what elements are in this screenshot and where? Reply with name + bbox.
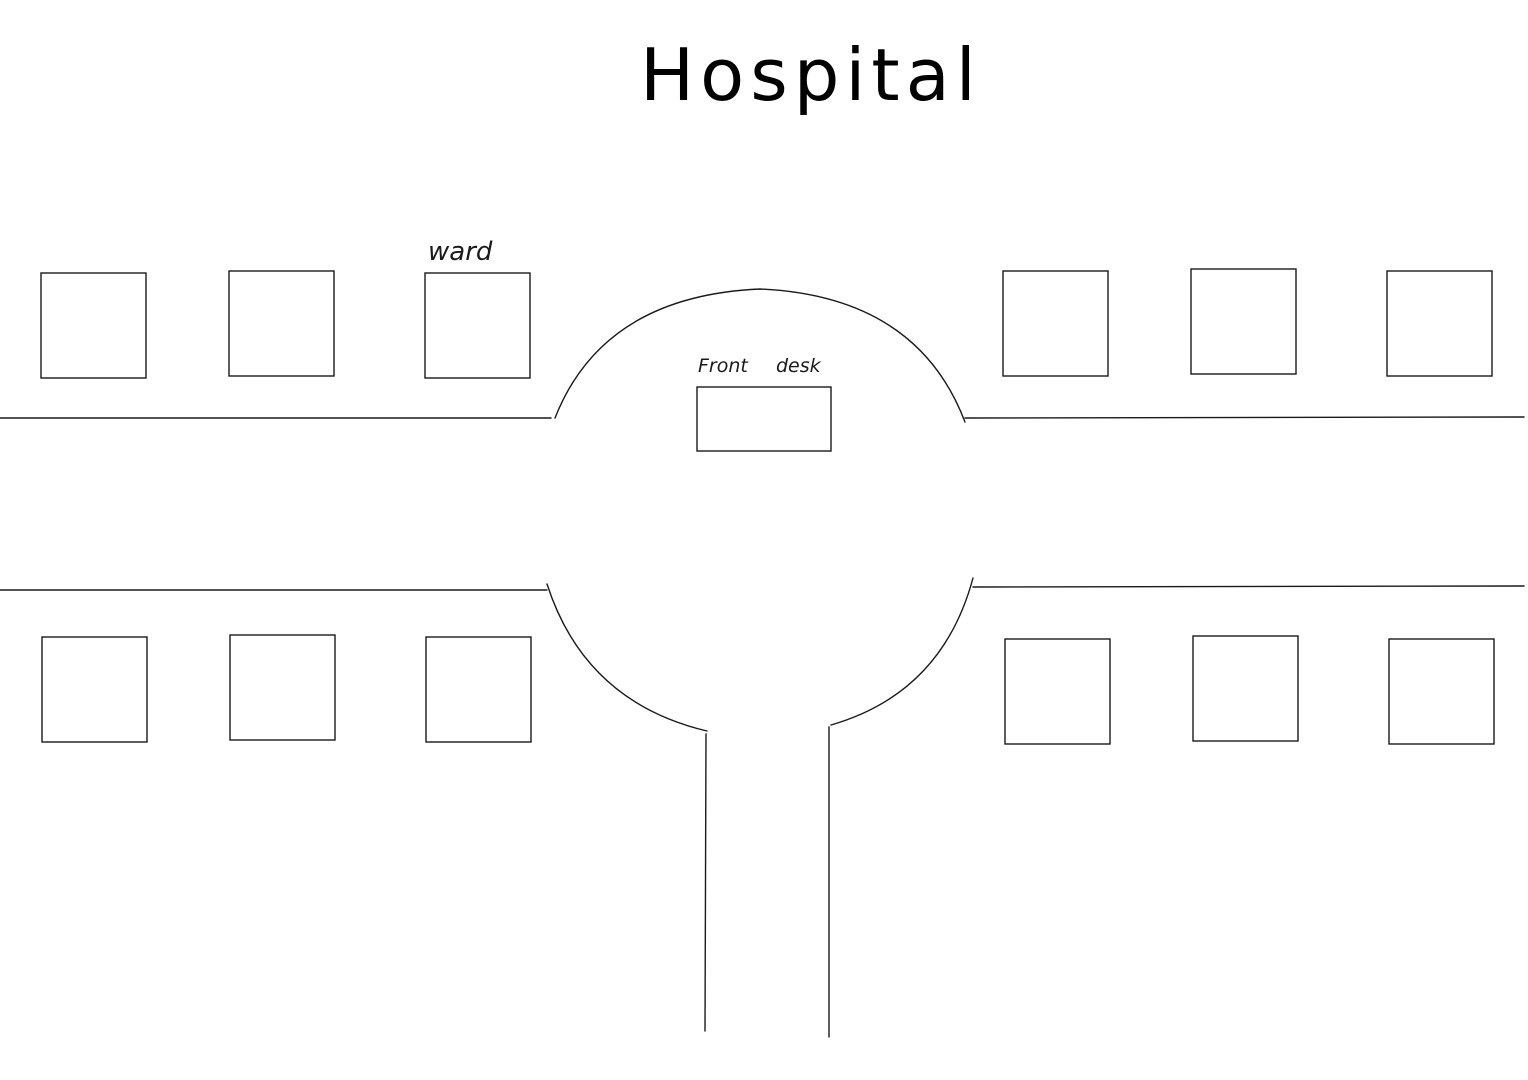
lobby-arc-top [554,288,966,423]
ward-label: ward [428,237,493,267]
corridor-wall-bottom-right [972,585,1525,588]
ward-room-bottom-5 [1192,635,1299,742]
entrance-wall-left [704,733,707,1032]
front-desk-label-front: Front [698,355,749,377]
ward-room-bottom-3 [425,636,532,743]
corridor-wall-top-right [964,416,1525,419]
ward-room-top-1 [40,272,147,379]
front-desk-label-desk: desk [776,355,822,377]
front-desk [696,386,832,452]
ward-room-top-2 [228,270,335,377]
diagram-title: Hospital [640,33,982,117]
lobby-arc-bottom-right [830,577,974,726]
ward-room-bottom-4 [1004,638,1111,745]
ward-room-top-6 [1386,270,1493,377]
lobby-arc-bottom-left [546,583,708,732]
ward-room-top-4 [1002,270,1109,377]
ward-room-bottom-1 [41,636,148,743]
ward-room-bottom-2 [229,634,336,741]
ward-room-bottom-6 [1388,638,1495,745]
ward-room-top-5 [1190,268,1297,375]
ward-room-top-3 [424,272,531,379]
